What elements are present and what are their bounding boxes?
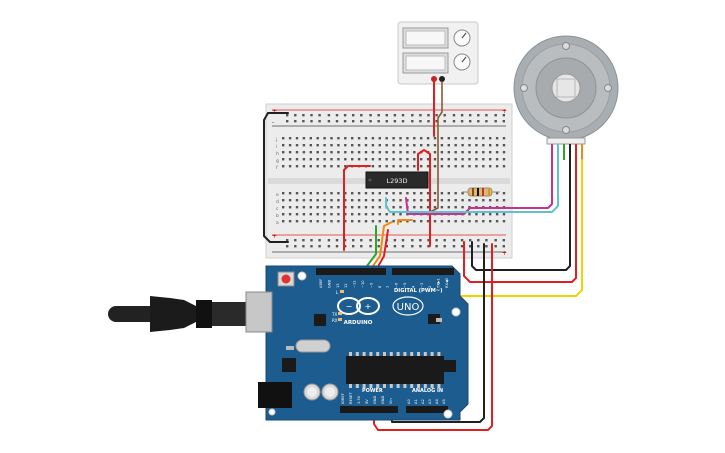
digital-pin-label-1: GND — [327, 280, 331, 288]
analog-header[interactable] — [406, 406, 448, 413]
led-label-tx: TX — [331, 312, 337, 317]
row-letter-d: d — [276, 199, 279, 205]
digital-pin-label-11: 4 — [411, 285, 415, 288]
row-letter-f: f — [276, 165, 278, 171]
power-pin-label-1: RESET — [349, 392, 353, 404]
arduino-uno: DIGITAL (PWM~) − + ARDUINO UNO L TX RX — [245, 265, 469, 421]
digital-pin-label-9: ~6 — [395, 282, 399, 288]
wire-black-left-loop[interactable] — [263, 112, 289, 243]
digital-pin-label-6: ~9 — [369, 282, 373, 288]
rail-sign-plus-top: + — [272, 108, 277, 115]
power-pin-label-3: 5V — [365, 399, 369, 404]
digital-pin-label-2: 13 — [336, 283, 340, 288]
row-letter-b: b — [276, 213, 279, 219]
ps-terminal-positive[interactable] — [431, 76, 437, 82]
digital-header-label: DIGITAL (PWM~) — [394, 288, 442, 294]
row-letter-e: e — [276, 193, 279, 198]
wire-orange-board[interactable] — [397, 219, 413, 225]
digital-pin-label-15: RX◀0 — [445, 277, 449, 288]
rail-sign-plus-top-right: + — [502, 108, 507, 115]
digital-pin-label-0: AREF — [319, 279, 323, 288]
digital-pin-label-8: 7 — [386, 286, 390, 288]
wire-black-motor[interactable] — [471, 159, 571, 271]
wire-orange-arduino[interactable] — [369, 221, 393, 271]
digital-pin-label-14: TX▶1 — [437, 278, 441, 289]
digital-pin-label-10: ~5 — [403, 283, 407, 288]
power-pin-label-6: Vin — [389, 398, 393, 404]
arduino-model: UNO — [397, 302, 420, 313]
row-letter-a: a — [276, 221, 279, 226]
row-letter-h: h — [276, 151, 279, 157]
ic-label: L293D — [386, 177, 407, 185]
svg-text:+: + — [365, 302, 372, 311]
row-letter-g: g — [276, 159, 279, 164]
atmega-chip — [346, 356, 444, 384]
digital-pin-label-4: ~11 — [353, 280, 357, 288]
digital-pin-label-5: ~10 — [361, 280, 365, 288]
l293d-chip[interactable]: L293D — [365, 171, 429, 189]
wire-red-5v[interactable] — [373, 243, 493, 431]
analog-pin-label-2: A2 — [421, 399, 425, 404]
rail-sign-plus-bottom-right: + — [502, 250, 507, 257]
power-header[interactable] — [340, 406, 398, 413]
power-pin-label-4: GND — [373, 396, 377, 404]
led-label-rx: RX — [332, 318, 338, 323]
wire-red-ic-top[interactable] — [417, 149, 431, 247]
digital-header-right[interactable] — [392, 268, 454, 275]
motor-shaft — [551, 73, 581, 103]
row-letter-i: i — [276, 144, 277, 150]
analog-pin-label-4: A4 — [435, 399, 439, 404]
power-label: POWER — [362, 388, 383, 394]
resistor[interactable] — [462, 187, 500, 197]
wire-cyan-motor[interactable] — [385, 159, 559, 213]
ps-terminal-negative[interactable] — [439, 76, 445, 82]
digital-pin-label-12: ~3 — [420, 283, 424, 288]
row-letter-j: j — [275, 137, 277, 143]
analog-pin-label-1: A1 — [414, 399, 418, 404]
row-letter-c: c — [276, 207, 279, 212]
analog-label: ANALOG IN — [412, 388, 443, 394]
digital-pin-label-7: 8 — [378, 285, 382, 288]
power-jack[interactable] — [258, 382, 292, 408]
analog-pin-label-3: A3 — [428, 399, 432, 404]
digital-pin-label-13: 2 — [428, 286, 432, 288]
wire-red-motor[interactable] — [463, 159, 577, 283]
dc-motor-encoder — [513, 35, 619, 160]
wire-red-ic-left[interactable] — [343, 165, 371, 251]
power-pin-label-2: 3.3V — [357, 395, 361, 404]
wire-red-board-arduino[interactable] — [375, 229, 389, 271]
svg-text:−: − — [346, 302, 353, 311]
digital-pin-label-3: 12 — [344, 283, 348, 288]
wire-black-ps[interactable] — [425, 81, 443, 215]
digital-header-left[interactable] — [316, 268, 386, 275]
rail-sign-plus-bottom: + — [272, 233, 277, 240]
arduino-logo: − + — [337, 297, 380, 315]
arduino-brand: ARDUINO — [344, 320, 373, 326]
wire-green-arduino[interactable] — [363, 225, 377, 271]
reset-button[interactable] — [281, 274, 291, 284]
wire-magenta-motor[interactable] — [405, 159, 553, 215]
rail-sign-minus-top: - — [272, 119, 274, 126]
power-pin-label-0: IOREF — [341, 393, 345, 404]
usb-jack[interactable] — [245, 291, 273, 333]
analog-pin-label-0: A0 — [407, 399, 411, 404]
power-pin-label-5: GND — [381, 396, 385, 404]
analog-pin-label-5: A5 — [442, 399, 446, 404]
power-supply — [397, 21, 479, 85]
led-label-l: L — [336, 290, 339, 295]
